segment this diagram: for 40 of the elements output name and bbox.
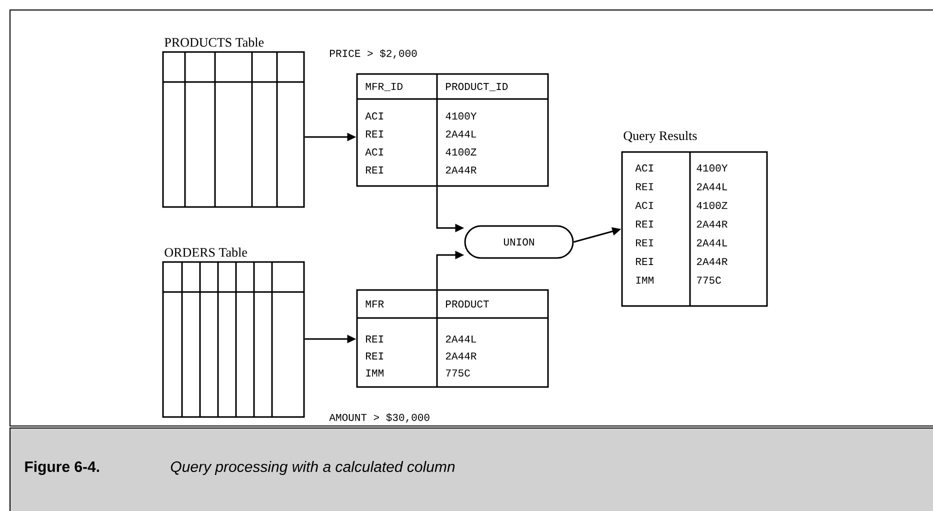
table-cell: PRODUCT_ID bbox=[446, 82, 508, 92]
table-title: PRODUCTS Table bbox=[164, 38, 264, 47]
table-cell: 2A44R bbox=[696, 258, 728, 266]
table-cell: REI bbox=[636, 258, 654, 265]
table-cell: REI bbox=[366, 352, 384, 360]
table-cell: REI bbox=[366, 336, 384, 342]
table-cell: IMM bbox=[366, 370, 384, 376]
table-cell: 4100Y bbox=[446, 112, 476, 120]
table-cell: MFR_ID bbox=[366, 82, 402, 92]
table-cell: REI bbox=[636, 220, 654, 228]
table-cell: 775C bbox=[446, 369, 470, 377]
table-cell: 2A44R bbox=[446, 352, 476, 360]
figure-number: Figure 6-4. bbox=[25, 460, 99, 476]
table-cell: ACI bbox=[365, 148, 384, 156]
table-cell: 2A44L bbox=[446, 130, 476, 138]
table-cell: 2A44L bbox=[446, 336, 476, 343]
table-cell: 2A44R bbox=[446, 166, 476, 174]
table-cell: ACI bbox=[635, 164, 654, 172]
table-cell: 2A44L bbox=[696, 239, 728, 246]
table-cell: 2A44R bbox=[696, 220, 728, 228]
table-cell: MFR bbox=[366, 300, 384, 308]
table-cell: IMM bbox=[636, 276, 654, 284]
caption: Query processing with a calculated column bbox=[170, 461, 455, 475]
table-cell: 775C bbox=[697, 276, 721, 284]
table-cell: ACI bbox=[635, 202, 654, 209]
table-cell: 2A44L bbox=[696, 183, 728, 190]
filter-condition: AMOUNT > $30,000 bbox=[329, 413, 430, 423]
table-cell: 4100Y bbox=[696, 164, 728, 172]
table-cell: 4100Z bbox=[696, 202, 728, 209]
table-cell: 4100Z bbox=[446, 148, 476, 156]
table-cell: ACI bbox=[365, 112, 384, 120]
filter-condition: PRICE > $2,000 bbox=[330, 49, 417, 59]
table-cell: REI bbox=[366, 130, 384, 138]
table-cell: REI bbox=[366, 166, 384, 174]
table-title: ORDERS Table bbox=[164, 248, 247, 257]
table-cell: REI bbox=[636, 183, 654, 190]
table-title: Query Results bbox=[624, 130, 697, 143]
table-cell: REI bbox=[636, 239, 654, 246]
table-cell: PRODUCT bbox=[446, 300, 489, 308]
union-box: UNION bbox=[464, 225, 574, 259]
